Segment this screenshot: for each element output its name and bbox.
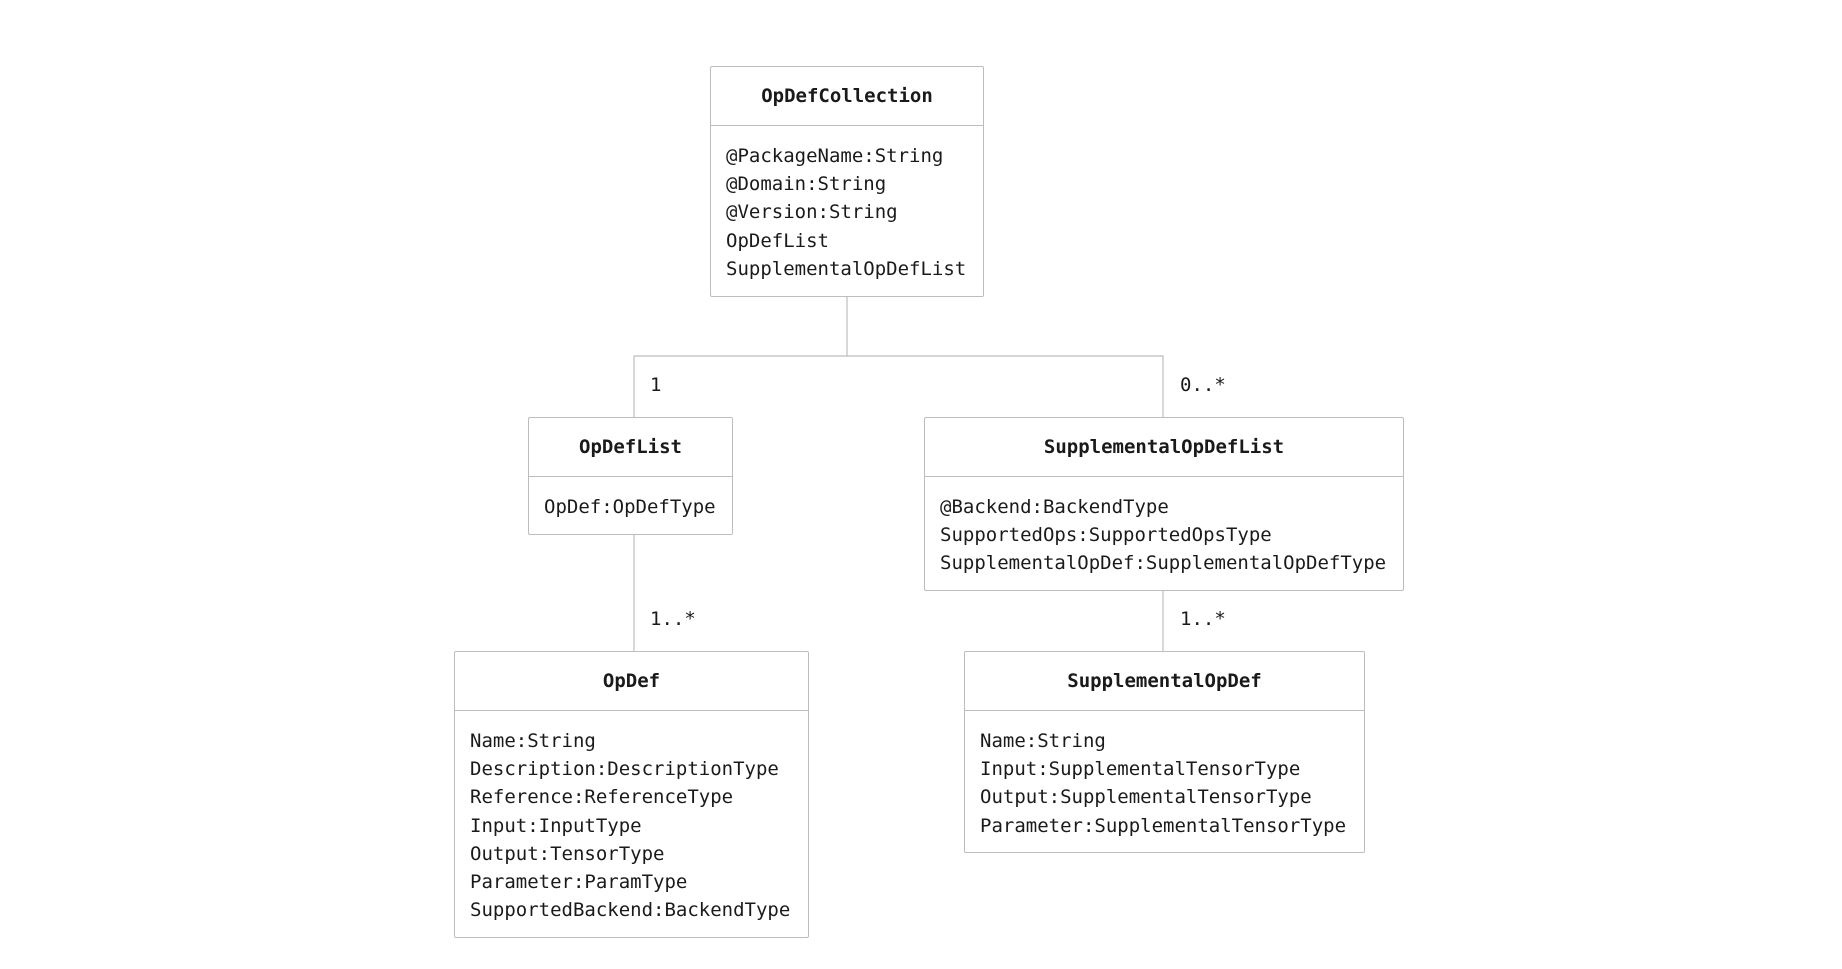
attribute: Parameter:SupplementalTensorType: [980, 814, 1347, 837]
attribute-list: @Backend:BackendType SupportedOps:Suppor…: [925, 477, 1403, 578]
class-name: SupplementalOpDef: [965, 652, 1364, 711]
attribute: @Version:String: [726, 201, 898, 224]
attribute: Input:SupplementalTensorType: [980, 758, 1301, 781]
attribute: Reference:ReferenceType: [470, 786, 734, 809]
class-name: SupplementalOpDefList: [925, 418, 1403, 477]
class-box-opdeflist[interactable]: OpDefList OpDef:OpDefType: [528, 417, 733, 535]
attribute: @PackageName:String: [726, 145, 944, 167]
attribute: SupportedOps:SupportedOpsType: [940, 524, 1272, 547]
association-line-collection-to-supplemental: [847, 355, 1164, 417]
class-box-opdefcollection[interactable]: OpDefCollection @PackageName:String @Dom…: [710, 66, 984, 297]
attribute: Description:DescriptionType: [470, 758, 779, 781]
attribute: Output:SupplementalTensorType: [980, 786, 1312, 809]
class-name: OpDefCollection: [711, 67, 983, 126]
attribute: Name:String: [470, 730, 596, 752]
class-name: OpDefList: [529, 418, 732, 477]
attribute-list: OpDef:OpDefType: [529, 477, 732, 521]
association-line-collection-to-opdeflist: [633, 296, 848, 417]
attribute: Name:String: [980, 730, 1106, 752]
attribute: Input:InputType: [470, 814, 642, 837]
class-box-supplementalopdeflist[interactable]: SupplementalOpDefList @Backend:BackendTy…: [924, 417, 1404, 591]
attribute-list: @PackageName:String @Domain:String @Vers…: [711, 126, 983, 283]
class-name: OpDef: [455, 652, 808, 711]
attribute: SupplementalOpDef:SupplementalOpDefType: [940, 552, 1387, 575]
class-box-supplementalopdef[interactable]: SupplementalOpDef Name:String Input:Supp…: [964, 651, 1365, 853]
attribute-list: Name:String Description:DescriptionType …: [455, 711, 808, 924]
multiplicity-label: 1: [650, 374, 662, 396]
attribute: OpDef:OpDefType: [544, 496, 716, 518]
multiplicity-label: 1..*: [650, 608, 696, 630]
multiplicity-label: 0..*: [1180, 374, 1226, 396]
attribute: Parameter:ParamType: [470, 871, 688, 894]
multiplicity-label: 1..*: [1180, 608, 1226, 630]
attribute: OpDefList: [726, 229, 829, 252]
attribute: SupportedBackend:BackendType: [470, 899, 791, 922]
attribute: @Backend:BackendType: [940, 496, 1169, 518]
attribute: Output:TensorType: [470, 842, 665, 865]
attribute: @Domain:String: [726, 173, 887, 196]
attribute: SupplementalOpDefList: [726, 257, 967, 280]
attribute-list: Name:String Input:SupplementalTensorType…: [965, 711, 1364, 840]
class-box-opdef[interactable]: OpDef Name:String Description:Descriptio…: [454, 651, 809, 938]
